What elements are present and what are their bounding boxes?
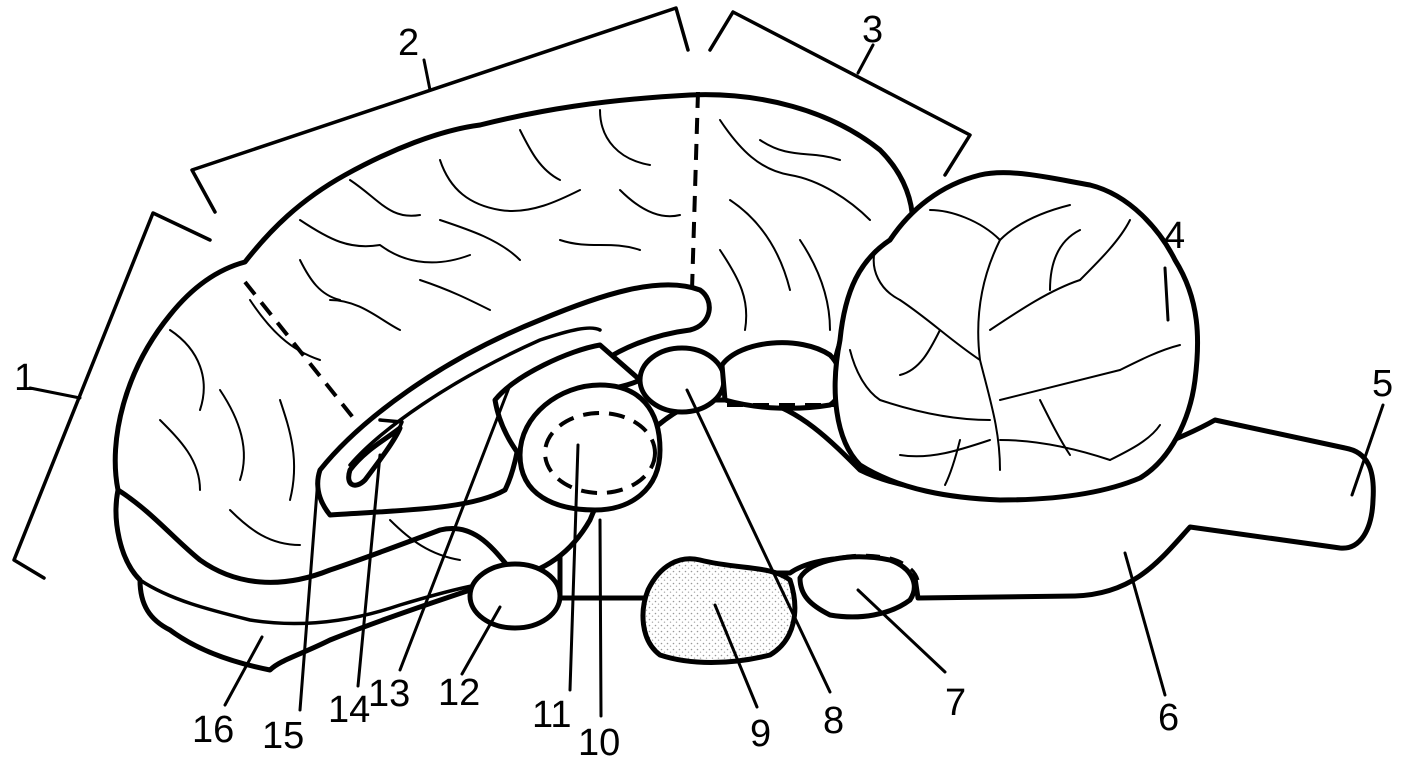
label-8: 8	[823, 700, 844, 742]
label-2: 2	[398, 22, 419, 64]
pineal-body	[640, 348, 724, 412]
label-13: 13	[368, 673, 410, 715]
label-10: 10	[578, 722, 620, 761]
label-1: 1	[14, 357, 35, 399]
label-12: 12	[438, 672, 480, 714]
label-3: 3	[862, 9, 883, 51]
label-16: 16	[192, 709, 234, 751]
label-9: 9	[750, 713, 771, 755]
label-15: 15	[262, 715, 304, 757]
optic-chiasm	[470, 564, 560, 628]
pons	[800, 557, 914, 617]
label-14: 14	[328, 689, 370, 731]
label-11: 11	[532, 694, 571, 736]
label-6: 6	[1158, 697, 1179, 739]
midbrain-tectum	[722, 343, 841, 409]
label-5: 5	[1372, 363, 1393, 405]
label-4: 4	[1164, 215, 1185, 257]
label-7: 7	[945, 682, 966, 724]
